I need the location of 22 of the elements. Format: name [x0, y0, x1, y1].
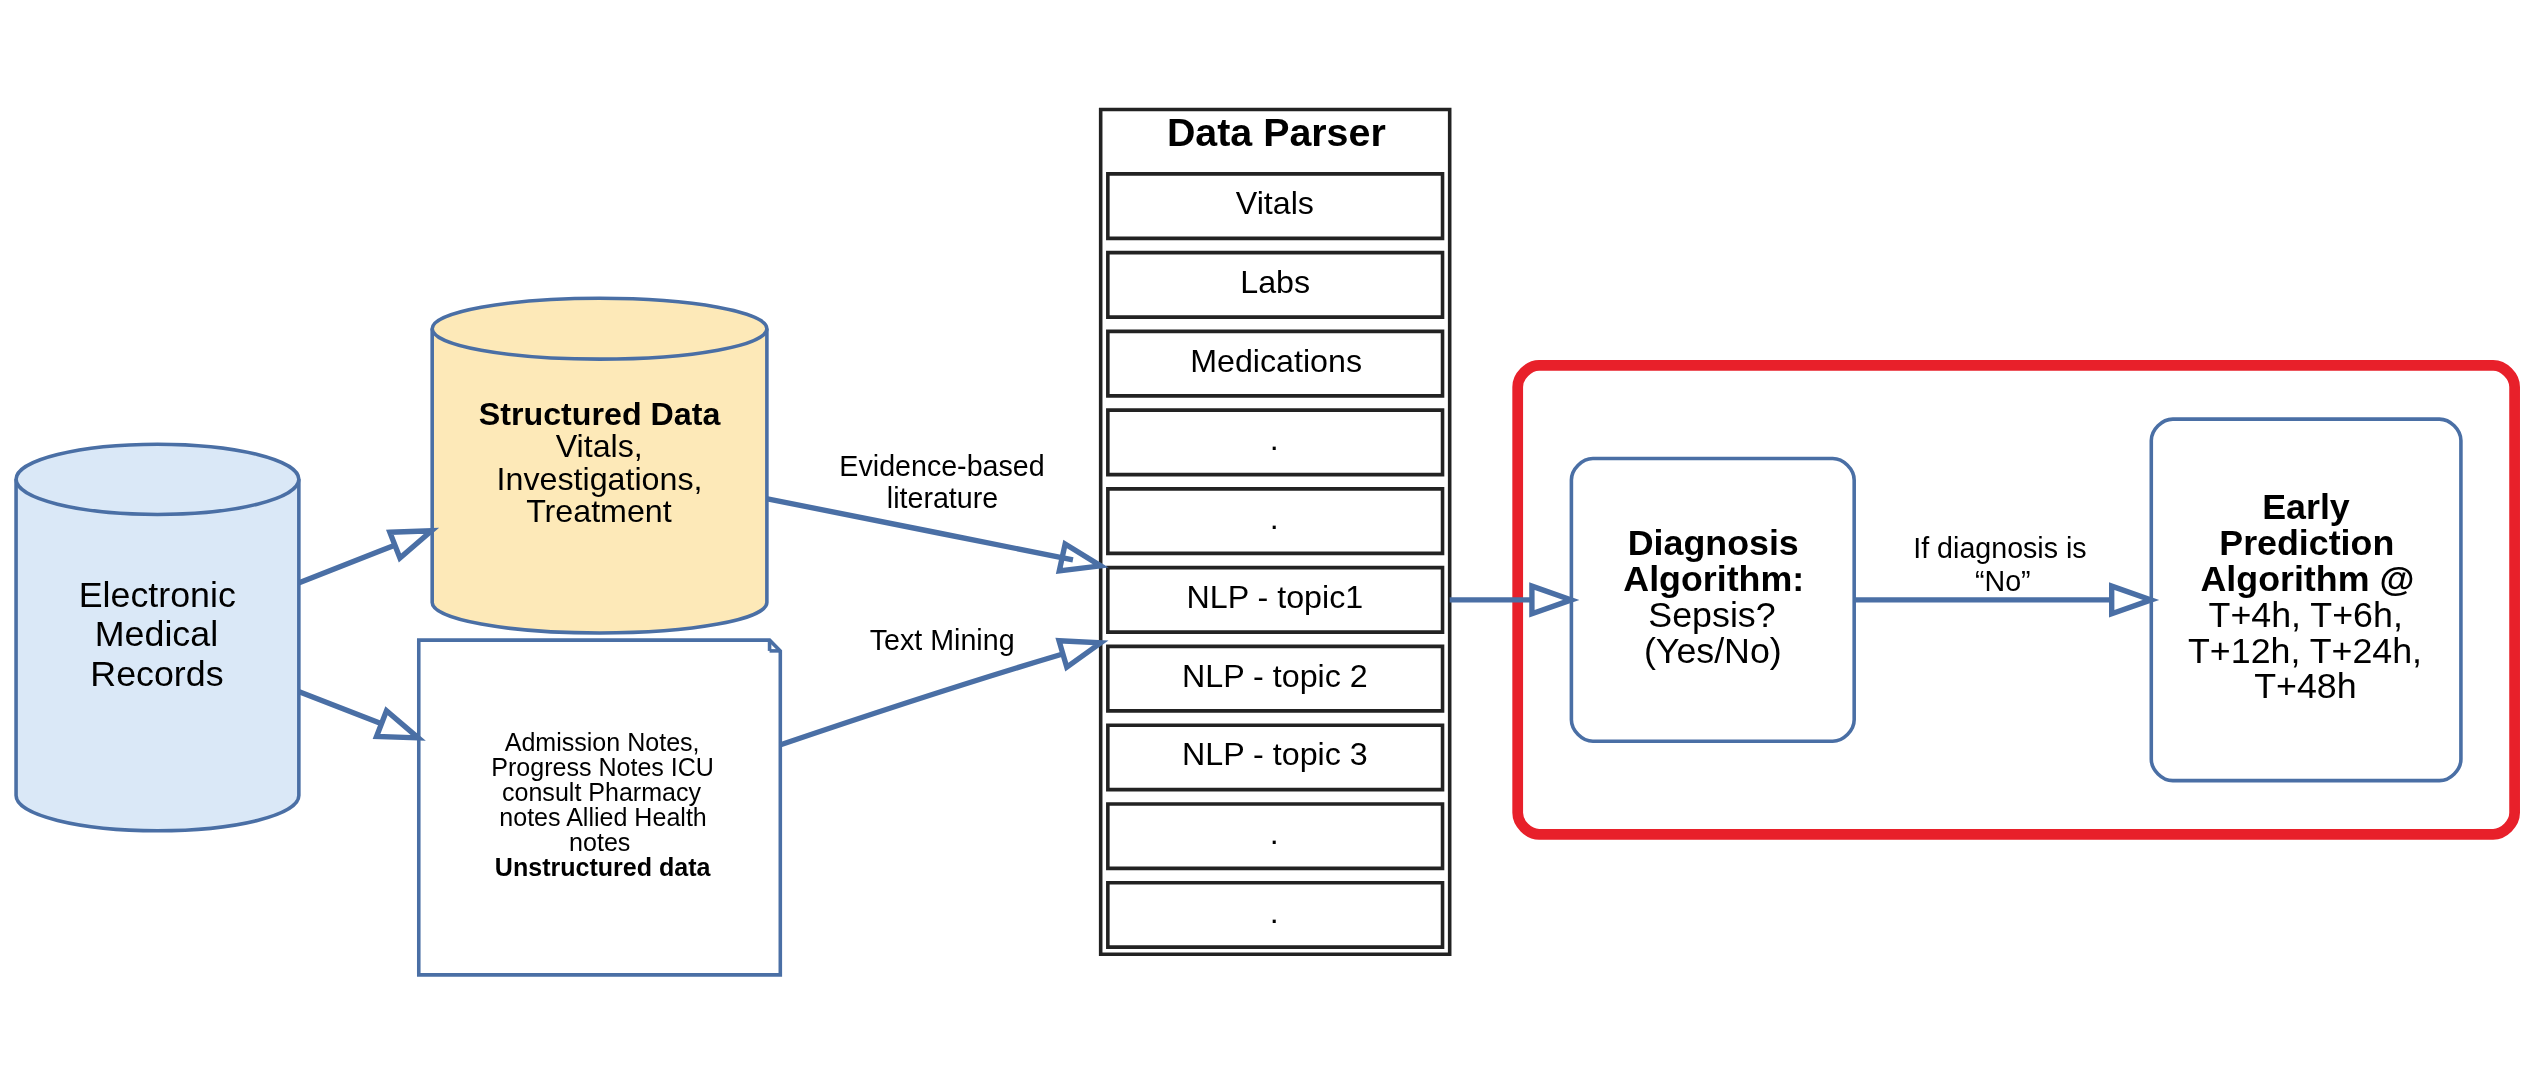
arrow — [779, 637, 1109, 748]
node-box: . — [1106, 880, 1445, 949]
edge-label: If diagnosis is “No” — [1913, 532, 2087, 597]
arrow — [766, 496, 1109, 575]
arrow — [1449, 582, 1580, 618]
node-box: . — [1106, 408, 1445, 477]
node-box: Medications — [1106, 329, 1445, 398]
edge-label: Text Mining — [869, 623, 1015, 656]
node-box: NLP - topic 2 — [1106, 644, 1445, 713]
node-box: Early Prediction Algorithm @ T+4h, T+6h, T+12h, T+24h, T+48h — [2149, 417, 2463, 783]
cluster — [1512, 360, 2520, 840]
arrow — [298, 527, 440, 586]
node-box: . — [1106, 487, 1445, 556]
edge-label: Evidence-based literature — [839, 450, 1045, 515]
node-box: Diagnosis Algorithm: Sepsis? (Yes/No) — [1569, 456, 1856, 744]
arrow — [298, 689, 426, 741]
node-box: Labs — [1106, 250, 1445, 319]
arrow — [1854, 582, 2160, 618]
node-box: Vitals — [1106, 172, 1445, 241]
node-box: . — [1106, 802, 1445, 871]
node-box: NLP - topic 3 — [1106, 723, 1445, 792]
node-box: NLP - topic1 — [1106, 565, 1445, 634]
